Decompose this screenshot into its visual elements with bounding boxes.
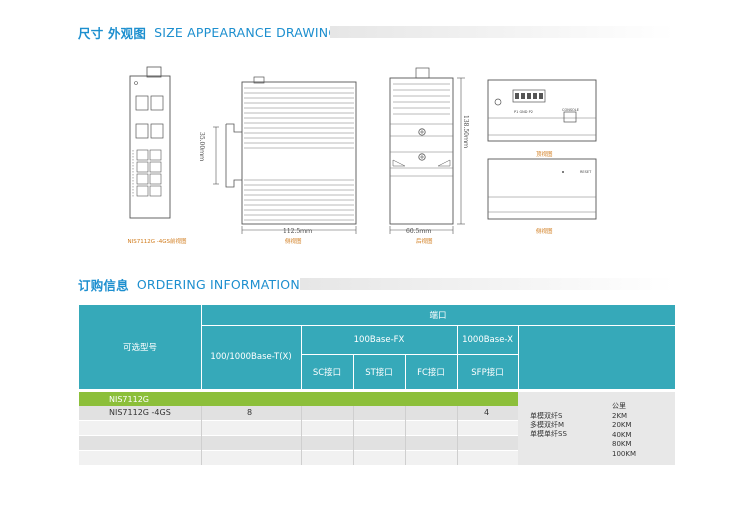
- rear-height-dim: 138.50ｍｍ: [462, 115, 469, 148]
- section-title-ordering: 订购信息 ORDERING INFORMATION: [78, 274, 300, 294]
- section-title-size: 尺寸 外观图 SIZE APPEARANCE DRAWING: [78, 22, 338, 42]
- header-st: ST接口: [365, 367, 393, 378]
- header-sfp: SFP接口: [471, 367, 504, 378]
- side-width-dim: 112.5ｍｍ: [283, 228, 313, 235]
- header-x: 1000Base-X: [462, 334, 513, 345]
- group-row-label: NIS7112G: [109, 394, 149, 404]
- side-height-dim: 35.00ｍｍ: [198, 132, 205, 162]
- bottom-reset-label: RESET: [580, 170, 592, 174]
- header-sc: SC接口: [312, 367, 342, 378]
- header-tx: 100/1000Base-T(X): [210, 352, 292, 362]
- distance: 80KM: [612, 440, 632, 448]
- table-row: [79, 451, 518, 465]
- table-row: NIS7112G -4GS 8 4: [79, 406, 518, 420]
- section-title-en: ORDERING INFORMATION: [136, 276, 300, 292]
- header-fx: 100Base-FX: [353, 334, 405, 345]
- title-divider: [330, 26, 675, 38]
- side-view-caption: 侧视图: [285, 239, 302, 245]
- distances: 公里 2KM 20KM 40KM 80KM 100KM: [612, 402, 636, 459]
- side-view-drawing: [213, 76, 357, 234]
- section-title-cn: 订购信息: [78, 277, 129, 293]
- section-title-en: SIZE APPEARANCE DRAWING: [154, 24, 339, 40]
- fiber-type: 多模双纤M: [530, 421, 565, 429]
- distance: 40KM: [612, 430, 632, 439]
- rear-view-caption: 后视图: [416, 239, 433, 245]
- rear-width-dim: 60.5ｍｍ: [406, 228, 432, 235]
- title-divider: [300, 278, 675, 290]
- distance: 20KM: [612, 421, 632, 429]
- top-view-caption: 顶视图: [536, 152, 553, 158]
- rear-view-drawing: [389, 67, 465, 234]
- group-row: NIS7112G: [79, 392, 518, 406]
- distance-header: 公里: [612, 402, 626, 410]
- header-port: 端口: [429, 311, 447, 321]
- table-row: [79, 421, 518, 435]
- bottom-view-drawing: [487, 158, 597, 220]
- table-row: [79, 436, 518, 450]
- distance: 2KM: [612, 411, 628, 420]
- table-header: [79, 305, 675, 389]
- front-view-caption: NIS7112G -4GS前视图: [127, 239, 187, 245]
- front-view-drawing: [129, 66, 171, 219]
- row-sfp: 4: [484, 408, 490, 417]
- top-view-drawing: [487, 79, 597, 142]
- header-model: 可选型号: [122, 343, 157, 353]
- fiber-type: 单模双纤S: [530, 412, 563, 420]
- header-fc: FC接口: [417, 367, 445, 378]
- top-power-label: P1 GND P2: [514, 110, 533, 114]
- bottom-view-caption: 侧视图: [536, 229, 553, 235]
- fiber-info-panel: 单模双纤S 多模双纤M 单模单纤SS 公里 2KM 20KM 40KM 80KM…: [518, 392, 675, 465]
- fiber-type: 单模单纤SS: [530, 430, 567, 438]
- top-console-label: CONSOLE: [562, 108, 579, 112]
- fiber-types: 单模双纤S 多模双纤M 单模单纤SS: [530, 412, 567, 439]
- distance: 100KM: [612, 449, 636, 458]
- row-tx: 8: [247, 408, 253, 417]
- row-model: NIS7112G -4GS: [109, 408, 171, 417]
- section-title-cn: 尺寸 外观图: [78, 25, 147, 41]
